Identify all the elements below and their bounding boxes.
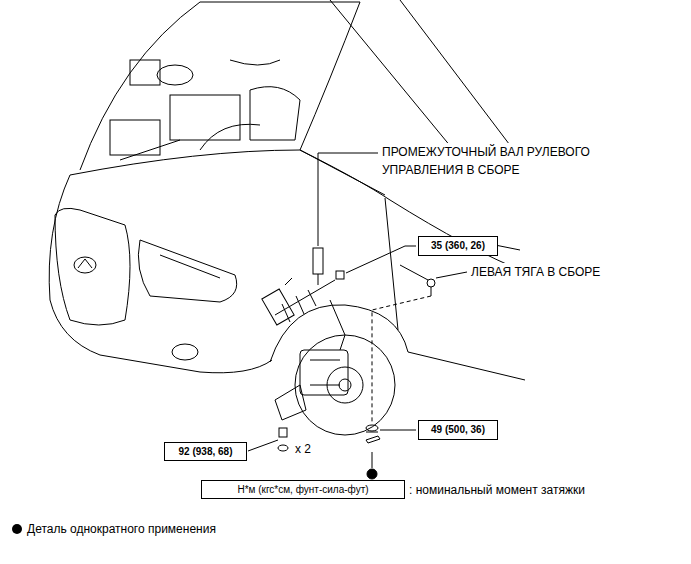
torque-value: 49 (500, 36) xyxy=(431,424,485,436)
illustration-line xyxy=(248,440,278,451)
illustration-line xyxy=(436,272,467,278)
illustration-line xyxy=(310,360,340,385)
illustration-line xyxy=(330,300,345,350)
illustration-line xyxy=(367,469,377,479)
illustration-line xyxy=(339,379,351,391)
illustration-line xyxy=(172,344,198,360)
illustration-line xyxy=(336,271,344,279)
engine-bay xyxy=(110,60,300,160)
illustration-line xyxy=(80,2,360,170)
illustration-line xyxy=(385,198,398,330)
illustration-line xyxy=(74,257,96,273)
illustration-line xyxy=(408,352,525,380)
torque-value: Н*м (кгс*см, фунт-сила-фут) xyxy=(237,484,368,496)
illustration-line xyxy=(313,248,323,274)
illustration-line xyxy=(366,425,378,431)
illustration-line xyxy=(285,278,292,285)
illustration-line xyxy=(138,240,236,302)
torque-box: 49 (500, 36) xyxy=(418,420,498,440)
illustration-line xyxy=(170,95,240,140)
illustration-line xyxy=(431,287,432,296)
brake-assembly xyxy=(275,300,395,479)
illustration-line xyxy=(262,289,294,325)
car-body xyxy=(49,0,525,380)
legend-text: Деталь однократного применения xyxy=(27,521,216,537)
illustration-line xyxy=(279,428,287,437)
illustration-line xyxy=(295,335,395,435)
steering-parts xyxy=(262,248,435,325)
illustration-line xyxy=(400,0,525,165)
illustration-line xyxy=(157,65,193,85)
torque-value: 35 (360, 26) xyxy=(431,240,485,252)
quantity: x 2 xyxy=(294,440,312,458)
illustration-line xyxy=(78,259,92,268)
illustration-line xyxy=(346,246,416,273)
illustration-line xyxy=(366,432,378,433)
illustration-line xyxy=(275,385,306,420)
single-use-mark xyxy=(12,524,22,534)
illustration-line xyxy=(55,208,130,325)
illustration-line xyxy=(49,175,272,373)
illustration-line xyxy=(372,452,373,468)
legend-text: : номинальный момент затяжки xyxy=(409,482,585,498)
illustration-line xyxy=(282,290,316,322)
illustration-line xyxy=(318,153,378,246)
torque-box: 35 (360, 26) xyxy=(418,236,498,256)
illustration-line xyxy=(160,255,220,278)
illustration-line xyxy=(130,60,160,85)
illustration-line xyxy=(400,265,428,280)
illustration-line xyxy=(380,430,416,431)
illustration-line xyxy=(250,87,300,140)
illustration-line xyxy=(318,274,319,285)
torque-value: 92 (938, 68) xyxy=(179,446,233,458)
leader-lines xyxy=(248,153,467,451)
illustration-line xyxy=(278,445,288,451)
illustration-line xyxy=(300,350,348,395)
illustration-line xyxy=(120,60,280,160)
illustration-line xyxy=(270,305,408,362)
torque-box: 92 (938, 68) xyxy=(164,442,247,461)
part-name: ЛЕВАЯ ТЯГА В СБОРЕ xyxy=(470,263,601,281)
illustration-line xyxy=(366,436,380,443)
part-name: ПРОМЕЖУТОЧНЫЙ ВАЛ РУЛЕВОГО УПРАВЛЕНИЯ В … xyxy=(381,143,633,179)
illustration-line xyxy=(372,296,431,424)
illustration-line xyxy=(427,279,435,287)
illustration-line xyxy=(110,120,160,155)
legend-sample-box: Н*м (кгс*см, фунт-сила-фут) xyxy=(201,480,405,499)
illustration-line xyxy=(70,150,385,195)
